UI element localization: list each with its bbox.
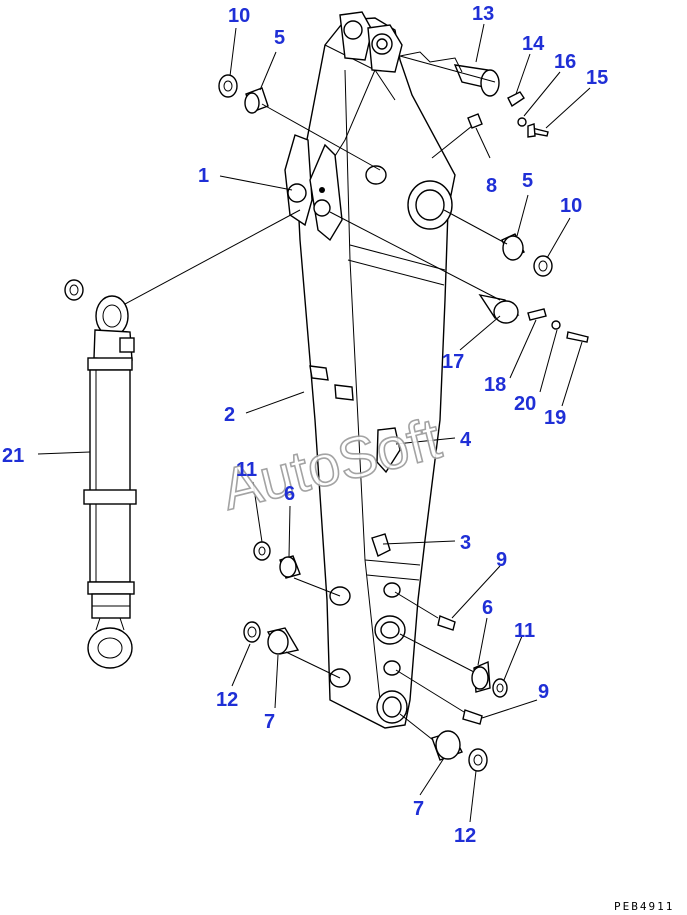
callout-5-right: 5 — [522, 170, 533, 192]
callout-20: 20 — [514, 393, 536, 415]
callout-7-left: 7 — [264, 711, 275, 733]
callout-6-left: 6 — [284, 483, 295, 505]
drawing-reference: PEB4911 — [614, 900, 674, 913]
callout-14: 14 — [522, 33, 545, 55]
callout-9-lower: 9 — [538, 681, 549, 703]
callout-18: 18 — [484, 374, 506, 396]
leader-lines — [37, 23, 591, 823]
callout-11-right: 11 — [514, 620, 535, 642]
callout-15: 15 — [586, 67, 608, 89]
callout-13: 13 — [472, 3, 494, 25]
callout-10-right: 10 — [560, 195, 582, 217]
callout-6-right: 6 — [482, 597, 493, 619]
callout-7-right: 7 — [413, 798, 424, 820]
callout-4: 4 — [460, 429, 472, 451]
callout-10-top: 10 — [228, 5, 250, 27]
callout-3: 3 — [460, 532, 471, 554]
callout-11-left: 11 — [236, 459, 257, 481]
callout-5-top: 5 — [274, 27, 285, 49]
callout-2: 2 — [224, 404, 235, 426]
callout-12-right: 12 — [454, 825, 476, 847]
callout-19: 19 — [544, 407, 566, 429]
loose-parts — [218, 64, 589, 772]
callout-12-left: 12 — [216, 689, 238, 711]
hydraulic-cylinder — [64, 279, 137, 669]
boom-arm — [284, 11, 456, 729]
callout-21: 21 — [2, 445, 24, 467]
callout-labels: 1 2 3 4 5 5 6 6 7 7 8 9 9 10 10 11 11 12… — [2, 3, 608, 847]
callout-16: 16 — [554, 51, 576, 73]
callout-1: 1 — [198, 165, 209, 187]
callout-9-upper: 9 — [496, 549, 507, 571]
callout-17: 17 — [442, 351, 464, 373]
callout-8: 8 — [486, 175, 497, 197]
